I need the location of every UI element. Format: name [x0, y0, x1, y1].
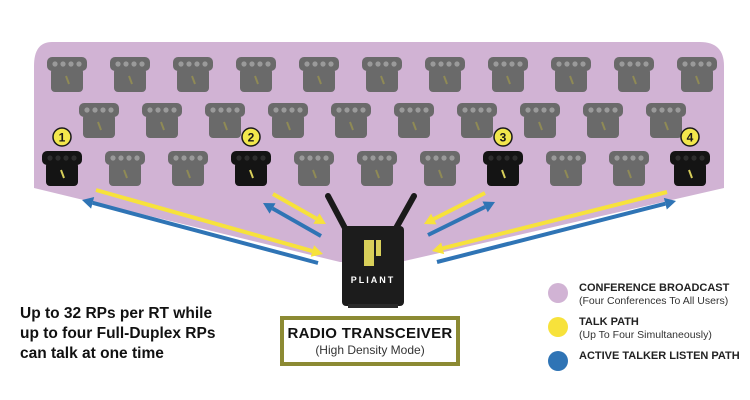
signal-paths	[82, 188, 676, 265]
svg-text:3: 3	[500, 131, 507, 145]
talk-path-arrow-icon	[272, 192, 326, 224]
belt-pack-icon	[205, 103, 245, 138]
caption-line-1: Up to 32 RPs per RT while	[20, 305, 213, 322]
belt-pack-icon	[357, 151, 397, 186]
belt-pack-icon	[583, 103, 623, 138]
belt-pack-icon	[294, 151, 334, 186]
listen-dot-icon	[548, 351, 568, 371]
belt-pack-icon	[47, 57, 87, 92]
legend-sub: (Four Conferences To All Users)	[579, 295, 729, 307]
listen-path-arrow-icon	[263, 203, 322, 238]
svg-text:2: 2	[248, 131, 255, 145]
antenna-right	[392, 193, 417, 233]
capacity-caption: Up to 32 RPs per RT while up to four Ful…	[20, 304, 280, 364]
remote-panels: 1 2 3 4	[42, 57, 717, 186]
belt-pack-icon	[457, 103, 497, 138]
belt-pack-icon	[142, 103, 182, 138]
legend-label: CONFERENCE BROADCAST	[579, 282, 730, 294]
belt-pack-icon	[236, 57, 276, 92]
belt-pack-icon	[105, 151, 145, 186]
transceiver-foot	[348, 304, 398, 308]
belt-pack-icon	[268, 103, 308, 138]
svg-text:1: 1	[59, 131, 66, 145]
belt-pack-icon	[425, 57, 465, 92]
legend-label: ACTIVE TALKER LISTEN PATH	[579, 350, 740, 362]
badge-1-icon: 1	[52, 127, 72, 147]
svg-text:4: 4	[687, 131, 694, 145]
belt-pack-icon	[546, 151, 586, 186]
belt-pack-icon	[42, 151, 82, 186]
talk-path-arrow-icon	[95, 188, 323, 257]
transceiver-brand: PLIANT	[351, 275, 396, 285]
belt-pack-icon	[231, 151, 271, 186]
legend-item-talk: TALK PATH (Up To Four Simultaneously)	[548, 315, 748, 349]
legend: CONFERENCE BROADCAST (Four Conferences T…	[548, 281, 748, 383]
belt-pack-icon	[110, 57, 150, 92]
transceiver-logo-mark	[364, 240, 374, 266]
belt-pack-icon	[670, 151, 710, 186]
caption-line-3: can talk at one time	[20, 345, 164, 362]
belt-pack-icon	[488, 57, 528, 92]
radio-transceiver-icon: PLIANT	[325, 193, 417, 308]
transceiver-subtitle: (High Density Mode)	[315, 343, 425, 357]
antenna-left	[325, 193, 349, 233]
talk-path-arrow-icon	[424, 191, 486, 225]
belt-pack-icon	[520, 103, 560, 138]
belt-pack-icon	[677, 57, 717, 92]
transceiver-logo-mark-2	[376, 240, 381, 256]
belt-pack-icon	[483, 151, 523, 186]
legend-sub: (Up To Four Simultaneously)	[579, 329, 712, 341]
legend-item-conference: CONFERENCE BROADCAST (Four Conferences T…	[548, 281, 748, 315]
transceiver-label-box: RADIO TRANSCEIVER (High Density Mode)	[280, 316, 460, 366]
talk-dot-icon	[548, 317, 568, 337]
listen-path-arrow-icon	[82, 197, 319, 265]
badge-2-icon: 2	[241, 127, 261, 147]
caption-line-2: up to four Full-Duplex RPs	[20, 325, 216, 342]
belt-pack-icon	[609, 151, 649, 186]
transceiver-title: RADIO TRANSCEIVER	[287, 325, 453, 342]
belt-pack-icon	[614, 57, 654, 92]
belt-pack-icon	[394, 103, 434, 138]
listen-path-arrow-icon	[436, 197, 676, 264]
badge-3-icon: 3	[493, 127, 513, 147]
legend-item-listen: ACTIVE TALKER LISTEN PATH	[548, 349, 748, 383]
badge-4-icon: 4	[680, 127, 700, 147]
conference-dot-icon	[548, 283, 568, 303]
belt-pack-icon	[299, 57, 339, 92]
belt-pack-icon	[173, 57, 213, 92]
listen-path-arrow-icon	[427, 201, 495, 237]
belt-pack-icon	[79, 103, 119, 138]
belt-pack-icon	[331, 103, 371, 138]
belt-pack-icon	[646, 103, 686, 138]
belt-pack-icon	[551, 57, 591, 92]
talk-path-arrow-icon	[432, 190, 668, 255]
belt-pack-icon	[420, 151, 460, 186]
legend-label: TALK PATH	[579, 316, 639, 328]
belt-pack-icon	[362, 57, 402, 92]
belt-pack-icon	[168, 151, 208, 186]
